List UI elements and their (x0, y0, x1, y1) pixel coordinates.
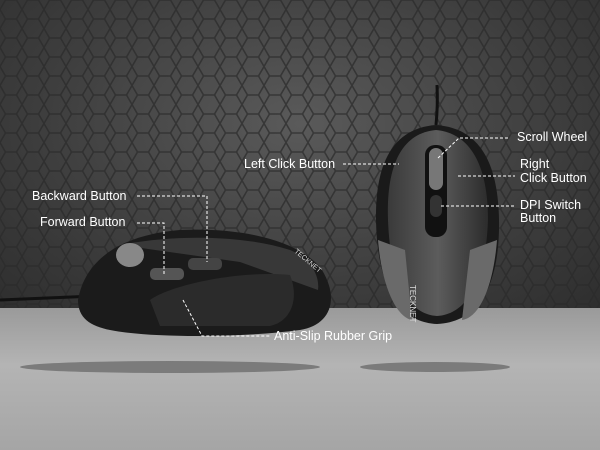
label-dpi-switch-line1: DPI Switch (520, 198, 582, 212)
label-right-click-line2: Click Button (520, 171, 587, 185)
label-anti-slip-grip: Anti-Slip Rubber Grip (274, 329, 393, 343)
floor-surface (0, 308, 600, 450)
label-backward-button: Backward Button (32, 189, 127, 203)
mouse-top-view: TECKNET (375, 84, 500, 324)
leader-lines (137, 137, 515, 337)
label-scroll-wheel: Scroll Wheel (517, 130, 588, 144)
shadow (360, 362, 510, 372)
label-left-click: Left Click Button (244, 157, 336, 171)
label-right-click-line1: Right (520, 157, 550, 171)
mouse-side-view: TECKNET (0, 229, 331, 336)
label-forward-button: Forward Button (40, 215, 126, 229)
label-dpi-switch-line2: Button (520, 211, 557, 225)
shadow (20, 361, 320, 373)
brand-logo: TECKNET (408, 285, 417, 322)
